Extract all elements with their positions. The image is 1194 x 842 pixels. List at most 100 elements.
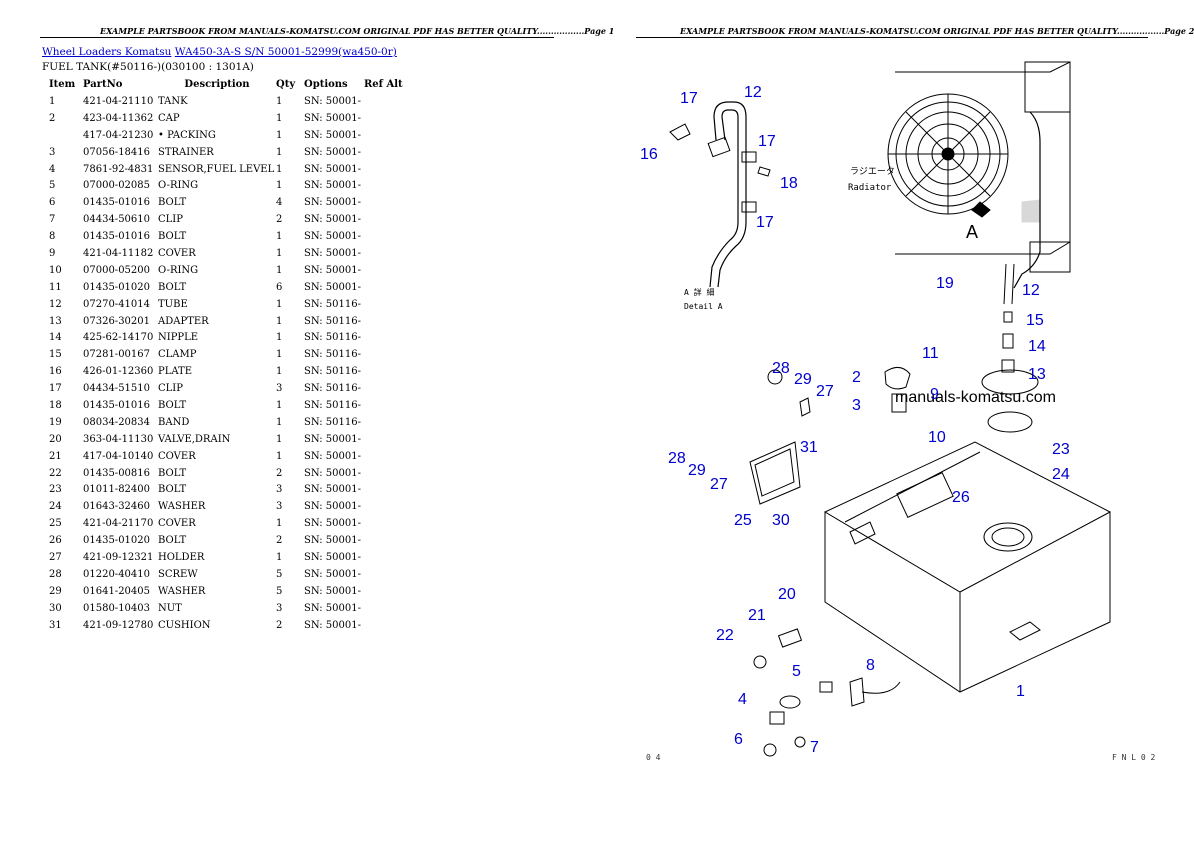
cell-item: 8 [49,231,56,243]
cell-ref-alt [364,194,403,211]
cell-qty: 5 [276,585,283,597]
cell-options: SN: 50116- [304,332,361,344]
callout-7: 7 [810,739,819,756]
cell-options: SN: 50001- [304,146,361,158]
cell-partno: 421-04-21110 [83,95,154,107]
cell-description: COVER [158,518,196,530]
cell-qty: 6 [276,281,283,293]
cell-partno: 01435-00816 [83,467,151,479]
callout-14: 14 [1028,338,1046,355]
cell-options: SN: 50001- [304,467,361,479]
table-header-row: Item PartNo Description Qty Options Ref … [44,76,403,93]
callout-27b: 27 [710,476,728,493]
fuel-tank-exploded-diagram: A 詳 細 Detail A ラジエータ Radiator A [640,61,1111,757]
cell-partno: 01435-01016 [83,231,151,243]
cell-options: SN: 50001- [304,450,361,462]
cell-ref-alt [364,515,403,532]
cell-ref-alt [364,414,403,431]
cell-options: SN: 50001- [304,264,361,276]
breadcrumb-link-wheel-loaders[interactable]: Wheel Loaders Komatsu [42,46,172,58]
breadcrumb-link-model[interactable]: WA450-3A-S S/N 50001-52999(wa450-0r) [174,46,397,58]
cell-options: SN: 50001- [304,551,361,563]
cell-qty: 1 [276,518,283,530]
tube-assembly-drawing [981,263,1039,433]
cell-item: 16 [49,366,62,378]
cell-description: ADAPTER [158,315,209,327]
cell-partno: 7861-92-4831 [83,163,154,175]
cell-partno: 07326-30201 [83,315,151,327]
cell-options: SN: 50116- [304,349,361,361]
callout-27: 27 [816,383,834,400]
cell-partno: 01435-01020 [83,281,151,293]
callout-30: 30 [772,512,790,529]
cell-partno: 01641-20405 [83,585,151,597]
cell-ref-alt [364,296,403,313]
callout-25: 25 [734,512,752,529]
callout-29: 29 [794,371,812,388]
cell-item: 30 [49,602,62,614]
page-1-header: EXAMPLE PARTSBOOK FROM MANUALS-KOMATSU.C… [100,26,615,36]
cell-qty: 1 [276,129,283,141]
cell-qty: 3 [276,383,283,395]
callout-31: 31 [800,439,818,456]
cell-options: SN: 50001- [304,619,361,631]
cell-item: 10 [49,264,62,276]
cell-options: SN: 50001- [304,585,361,597]
cell-ref-alt [364,600,403,617]
cell-qty: 1 [276,264,283,276]
cell-qty: 1 [276,298,283,310]
cell-item: 2 [49,112,56,124]
callout-20: 20 [778,586,796,603]
column-header-qty: Qty [276,79,296,90]
cell-description: HOLDER [158,551,205,563]
cell-ref-alt [364,566,403,583]
drain-parts-drawing [753,628,901,757]
cell-description: COVER [158,450,196,462]
cell-ref-alt [364,583,403,600]
cell-item: 18 [49,399,62,411]
cell-partno: 07000-05200 [83,264,151,276]
cell-qty: 3 [276,602,283,614]
callout-12: 12 [744,84,762,101]
cell-qty: 2 [276,535,283,547]
cell-description: BAND [158,416,190,428]
cell-qty: 1 [276,146,283,158]
cell-options: SN: 50001- [304,247,361,259]
cell-ref-alt [364,617,403,634]
callout-23: 23 [1052,441,1070,458]
callout-8: 8 [866,657,875,674]
detail-ref-label: A [966,222,978,242]
callout-18: 18 [780,175,798,192]
cell-partno: 417-04-21230 [83,129,154,141]
radiator-labels: ラジエータ Radiator A [848,166,978,242]
callout-17b: 17 [758,133,776,150]
cell-item: 1 [49,95,56,107]
cell-description: SCREW [158,568,198,580]
cell-description: VALVE,DRAIN [158,433,231,445]
cell-qty: 1 [276,366,283,378]
cell-partno: 363-04-11130 [83,433,154,445]
cell-description: NIPPLE [158,332,199,344]
column-header-options: Options [304,79,348,90]
cell-item: 14 [49,332,62,344]
cell-ref-alt [364,397,403,414]
cell-partno: 01435-01020 [83,535,151,547]
cell-options: SN: 50001- [304,197,361,209]
cell-partno: 07056-18416 [83,146,151,158]
cell-options: SN: 50001- [304,95,361,107]
cell-ref-alt [364,431,403,448]
cell-description: O-RING [158,180,199,192]
cell-options: SN: 50116- [304,315,361,327]
cell-options: SN: 50116- [304,298,361,310]
callout-group: 1 2 3 4 5 6 7 8 9 10 11 12 12 13 14 15 1… [640,84,1070,756]
